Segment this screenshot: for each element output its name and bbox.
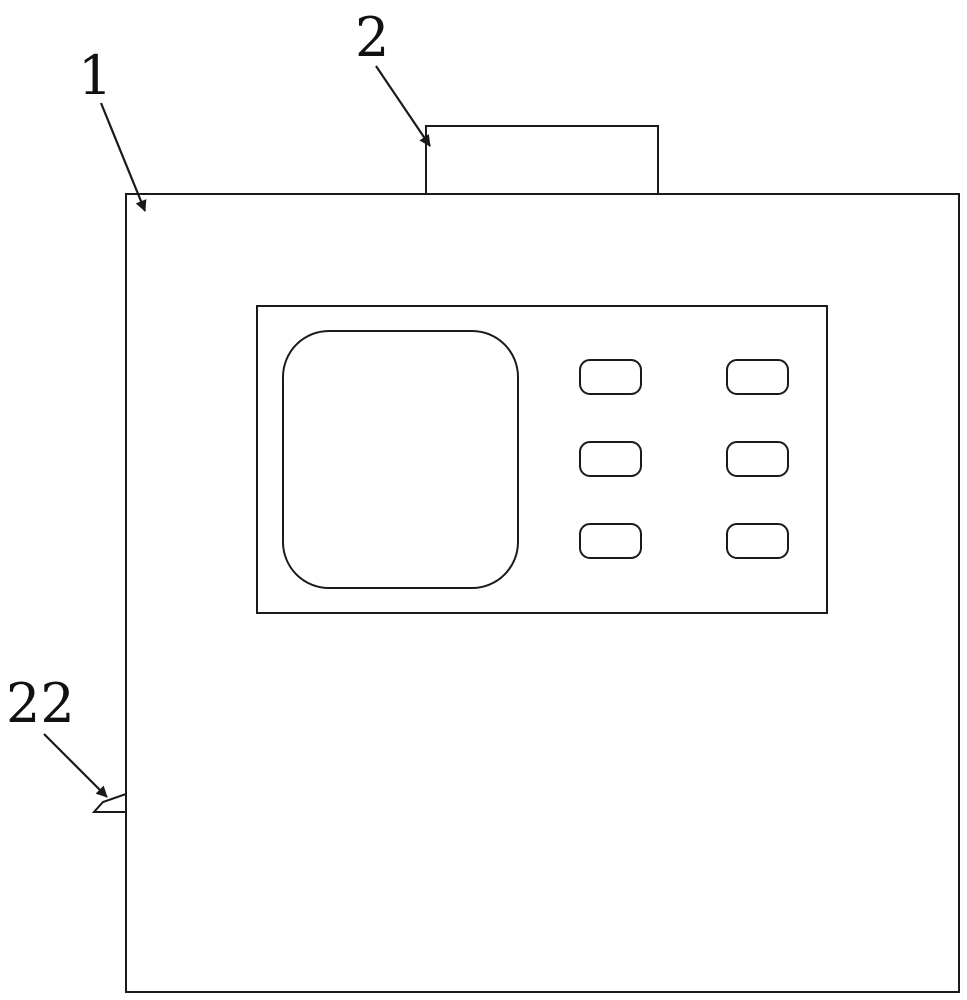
control-button-3 [580,442,641,476]
callout-leader-1 [101,103,145,211]
control-button-5 [580,524,641,558]
housing-outline [126,194,959,992]
control-panel [257,306,827,613]
control-panel-frame [257,306,827,613]
control-button-4 [727,442,788,476]
side-latch [94,794,126,812]
callouts: 1 2 22 [6,6,430,797]
control-buttons [580,360,788,558]
top-module-outline [426,126,658,194]
callout-leader-22 [44,734,107,797]
callout-label-22: 22 [6,672,75,735]
housing-body [126,194,959,992]
display-screen [283,331,518,588]
callout-label-1: 1 [78,44,112,107]
control-button-6 [727,524,788,558]
top-module [426,126,658,194]
control-button-1 [580,360,641,394]
callout-label-2: 2 [355,6,389,69]
callout-leader-2 [376,66,430,146]
control-button-2 [727,360,788,394]
side-latch-outline [94,794,126,812]
